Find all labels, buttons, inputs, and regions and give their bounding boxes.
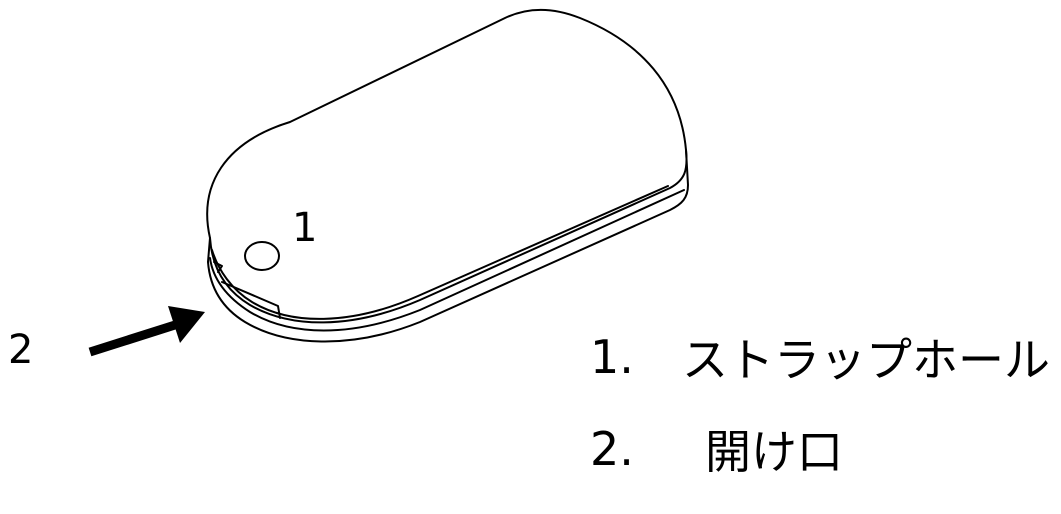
device-illustration <box>88 8 689 357</box>
legend-label: 開け口 <box>705 425 843 479</box>
opening-notch <box>213 261 223 273</box>
device-side-wall <box>207 149 689 343</box>
callout-strap-hole-number: 1 <box>292 205 318 251</box>
callout-opening-number: 2 <box>8 327 34 373</box>
device-top-face <box>206 8 688 324</box>
legend-label: ストラップホール <box>682 333 1050 387</box>
legend-item-opening: 2. 開け口 <box>590 422 1050 479</box>
legend-number: 2. <box>590 422 634 476</box>
device-seam <box>209 189 685 332</box>
strap-hole <box>244 241 280 271</box>
legend: 1. ストラップホール 2. 開け口 <box>590 330 1050 514</box>
legend-item-strap-hole: 1. ストラップホール <box>590 330 1050 387</box>
device-top-bevel <box>211 185 669 320</box>
opening-arrow <box>88 306 205 357</box>
opening-slot <box>221 281 281 319</box>
legend-number: 1. <box>590 330 634 384</box>
